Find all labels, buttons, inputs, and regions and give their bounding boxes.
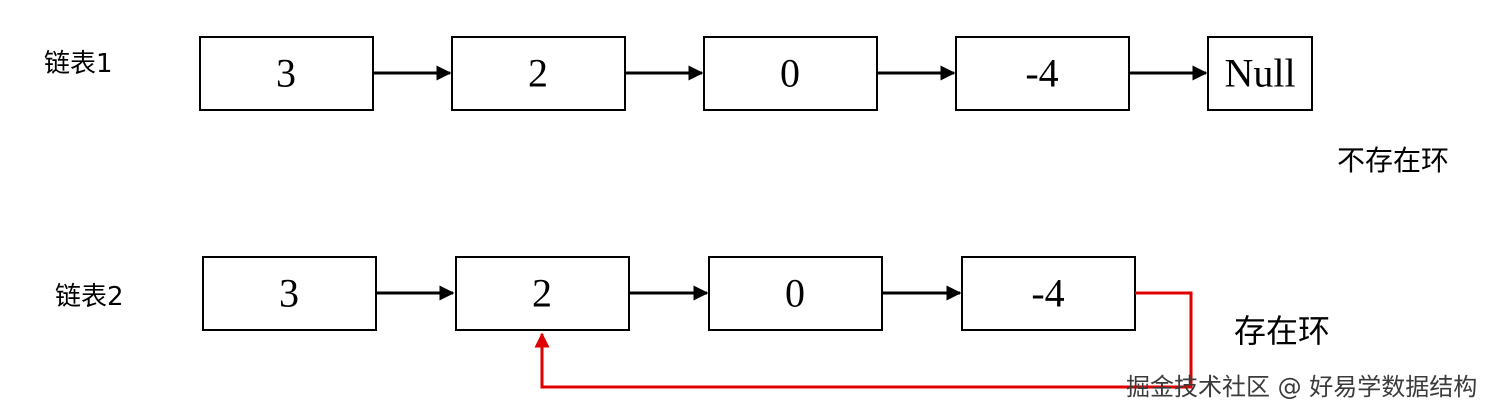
list2-node-3-value: -4 — [1031, 271, 1064, 316]
list1-node-3-value: -4 — [1025, 51, 1058, 96]
list1-status: 不存在环 — [1337, 144, 1449, 177]
list1-node-2: 0 — [703, 36, 878, 111]
list2-node-0-value: 3 — [279, 271, 299, 316]
list2-node-1: 2 — [455, 256, 630, 331]
list1-node-1-value: 2 — [528, 51, 548, 96]
list2-label: 链表2 — [55, 282, 124, 312]
list1-node-2-value: 0 — [780, 51, 800, 96]
list1-label: 链表1 — [44, 49, 113, 79]
list2-cycle-arrow — [534, 291, 1193, 389]
list1-node-3: -4 — [955, 36, 1130, 111]
list2-node-1-value: 2 — [532, 271, 552, 316]
list1-node-null-value: Null — [1224, 51, 1295, 96]
list1-node-0-value: 3 — [276, 51, 296, 96]
list2-node-2-value: 0 — [785, 271, 805, 316]
list2-status: 存在环 — [1234, 312, 1330, 350]
list1-node-1: 2 — [451, 36, 626, 111]
list2-node-2: 0 — [708, 256, 883, 331]
list1-node-0: 3 — [199, 36, 374, 111]
list1-node-null: Null — [1207, 36, 1313, 111]
list2-node-3: -4 — [961, 256, 1136, 331]
list2-node-0: 3 — [202, 256, 377, 331]
watermark: 掘金技术社区 @ 好易学数据结构 — [1126, 373, 1477, 401]
